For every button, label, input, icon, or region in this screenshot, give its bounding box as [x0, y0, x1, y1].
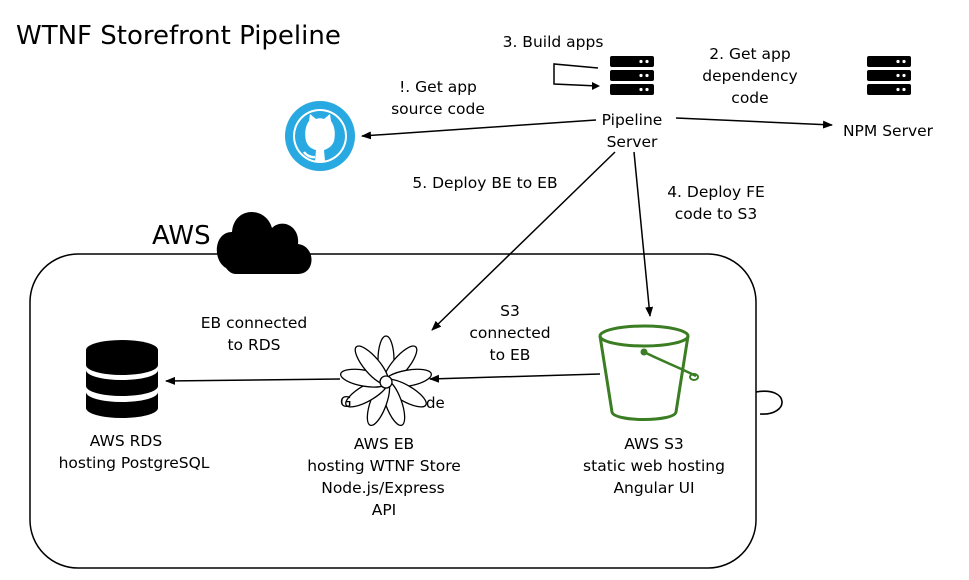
edge-get-source [361, 119, 597, 140]
pipeline-server-label-line2: Server [607, 133, 658, 151]
deploy-be-label: 5. Deploy BE to EB [412, 174, 557, 192]
aws-s3-label-line1: AWS S3 [624, 435, 684, 453]
aws-s3-label-line2: static web hosting [583, 457, 725, 475]
npm-server-label: NPM Server [843, 122, 934, 140]
pipeline-server-node[interactable]: Pipeline Server [602, 56, 663, 151]
github-icon [285, 101, 355, 171]
aws-group-container [29, 253, 757, 569]
edge-deploy-be [431, 151, 616, 331]
deploy-fe-label-line1: 4. Deploy FE [667, 183, 765, 201]
get-source-label-line1: !. Get app [399, 78, 477, 96]
eb-icon-text-right: de [426, 394, 445, 412]
aws-eb-label-line4: API [372, 501, 397, 519]
aws-s3-node[interactable]: AWS S3 static web hosting Angular UI [583, 324, 725, 497]
deploy-fe-label-line2: code to S3 [675, 205, 758, 223]
self-loop-connector [755, 390, 783, 415]
build-apps-arrowhead [592, 82, 600, 90]
edge-get-dependency [675, 117, 833, 129]
aws-eb-node[interactable]: G de AWS EB hosting WTNF Store Node.js/E… [307, 335, 461, 519]
s3-eb-label-line1: S3 [500, 302, 520, 320]
eb-rds-label-line2: to RDS [227, 336, 280, 354]
cloud-icon [216, 211, 312, 274]
aws-rds-node[interactable]: AWS RDS hosting PostgreSQL [59, 340, 210, 472]
aws-s3-label-line3: Angular UI [613, 479, 694, 497]
github-node[interactable] [285, 101, 355, 171]
diagram-title: WTNF Storefront Pipeline [16, 21, 341, 51]
database-icon [86, 340, 158, 418]
edge-eb-rds [165, 376, 341, 385]
eb-icon-text-left: G [340, 393, 352, 411]
get-dependency-label-line3: code [731, 89, 768, 107]
build-apps-loop [553, 63, 599, 87]
get-source-label-line2: source code [391, 100, 485, 118]
s3-bucket-icon [598, 324, 699, 421]
aws-rds-label-line1: AWS RDS [90, 432, 162, 450]
get-dependency-label-line1: 2. Get app [709, 45, 790, 63]
npm-server-node[interactable]: NPM Server [843, 56, 934, 140]
s3-eb-label-line2: connected [469, 324, 550, 342]
get-dependency-label-line2: dependency [702, 67, 797, 85]
aws-eb-label-line1: AWS EB [354, 435, 414, 453]
aws-group-label: AWS [152, 221, 211, 251]
aws-eb-label-line3: Node.js/Express [321, 479, 445, 497]
edge-deploy-fe [633, 151, 654, 317]
build-apps-label: 3. Build apps [503, 33, 604, 51]
eb-rds-label-line1: EB connected [201, 314, 308, 332]
s3-eb-label-line3: to EB [490, 346, 531, 364]
server-icon [610, 56, 654, 95]
aws-eb-label-line2: hosting WTNF Store [307, 457, 461, 475]
edge-s3-eb [429, 373, 601, 383]
server-icon [867, 56, 911, 95]
elastic-beanstalk-icon [340, 335, 432, 427]
pipeline-server-label-line1: Pipeline [602, 111, 663, 129]
aws-rds-label-line2: hosting PostgreSQL [59, 454, 210, 472]
